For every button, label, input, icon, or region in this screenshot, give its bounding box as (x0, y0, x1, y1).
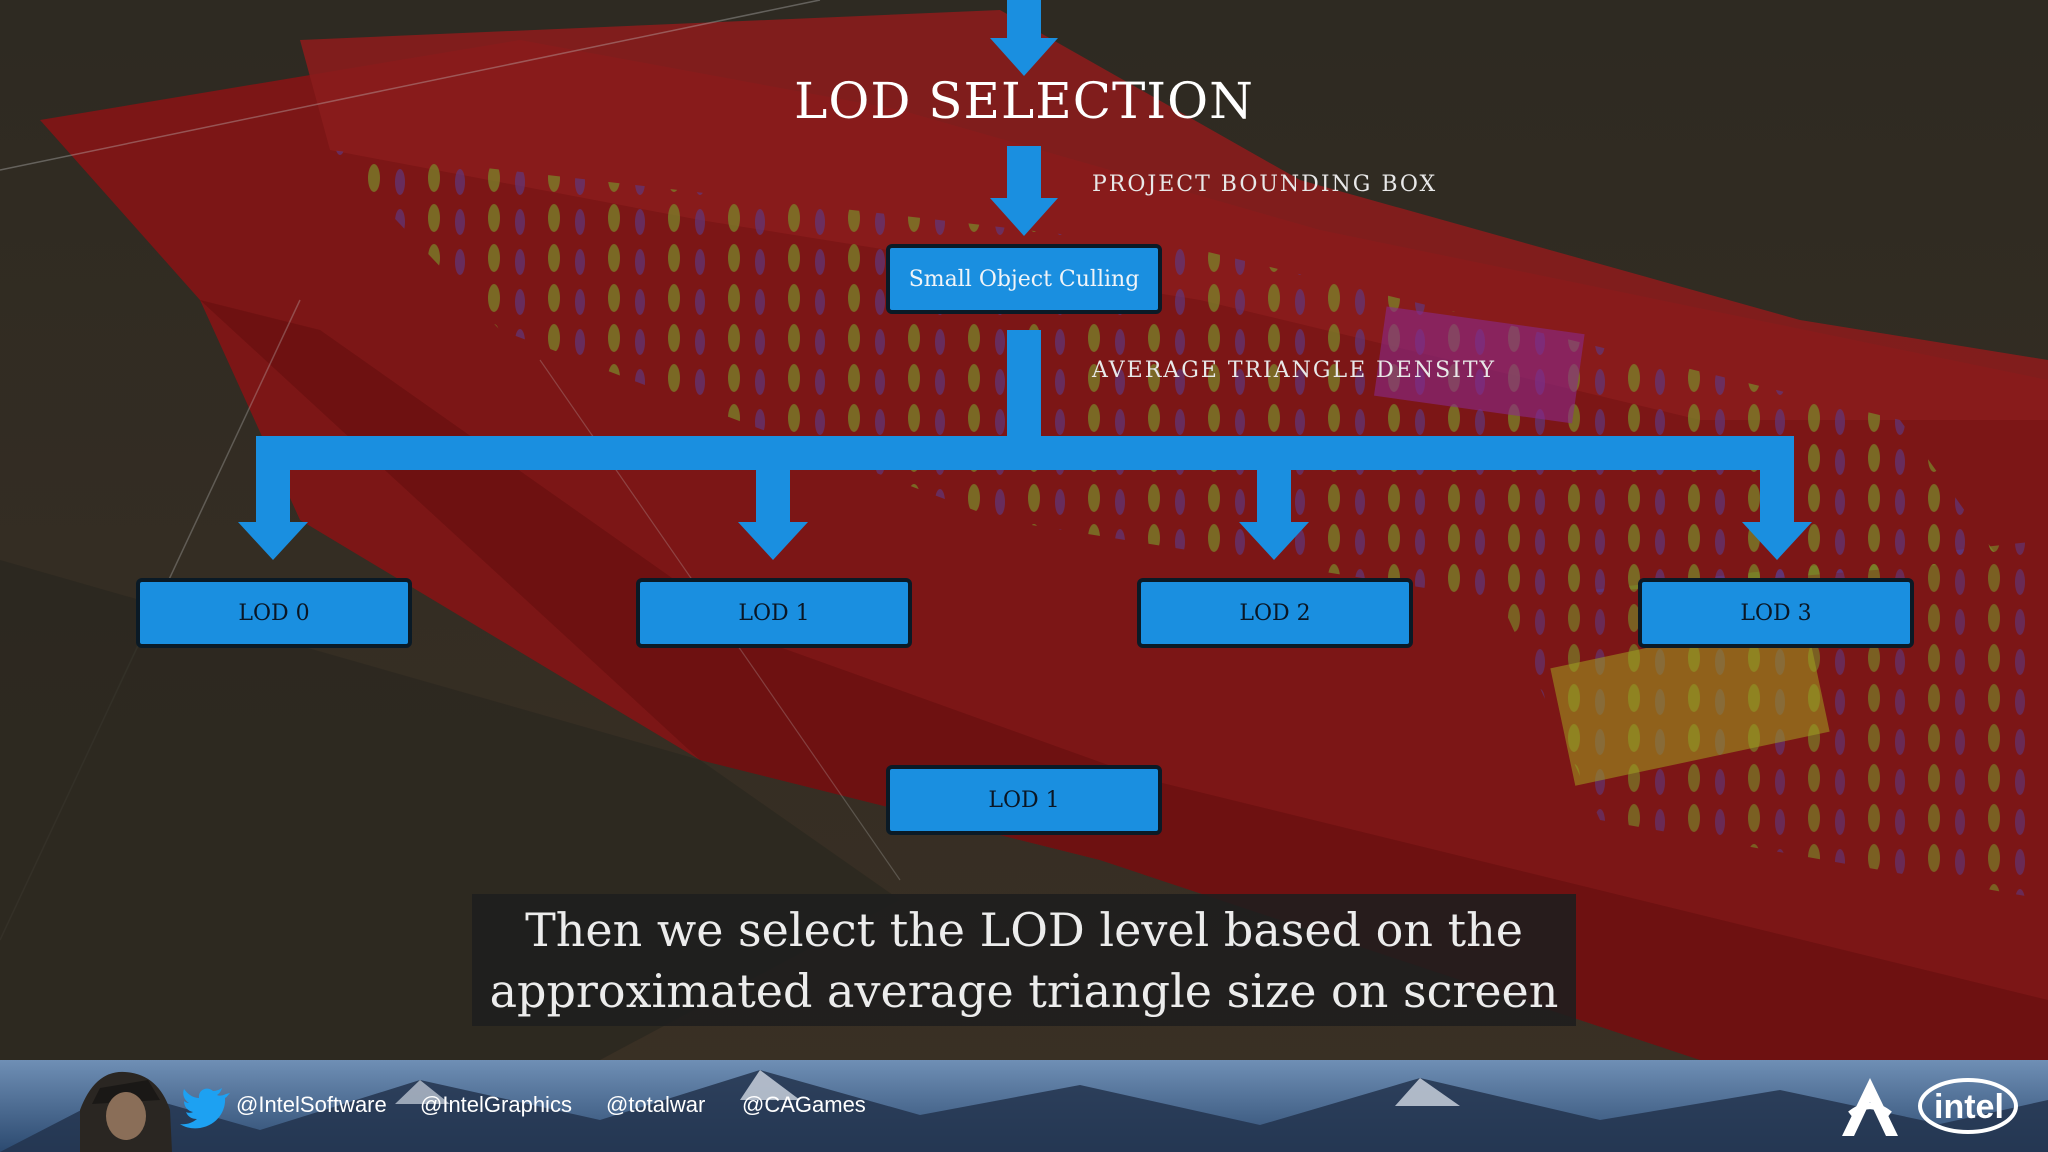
distribution-bar (256, 436, 1794, 470)
caption-line-2: approximated average triangle size on sc… (489, 964, 1559, 1018)
edge-label-average-triangle-density: AVERAGE TRIANGLE DENSITY (1092, 358, 1497, 383)
branch-lod2-head (1239, 522, 1309, 560)
footer-banner: intel (0, 1060, 2048, 1152)
node-lod-1: LOD 1 (636, 578, 912, 648)
svg-text:intel: intel (1934, 1088, 2004, 1126)
node-lod-0: LOD 0 (136, 578, 412, 648)
arrow-incoming-head (990, 38, 1058, 76)
branch-lod1-shaft (756, 436, 790, 526)
arrow-incoming-shaft (1007, 0, 1041, 38)
creative-assembly-logo (1842, 1078, 1898, 1136)
branch-lod2-shaft (1257, 436, 1291, 526)
branch-lod3-head (1742, 522, 1812, 560)
footer-handle-intelgraphics[interactable]: @IntelGraphics (420, 1092, 572, 1117)
branch-lod0-head (238, 522, 308, 560)
node-small-object-culling: Small Object Culling (886, 244, 1162, 314)
character-portrait (80, 1071, 172, 1152)
arrow-to-culling-shaft (1007, 146, 1041, 200)
arrow-to-culling-head (990, 198, 1058, 236)
branch-lod3-shaft (1760, 436, 1794, 526)
footer-handle-intelsoftware[interactable]: @IntelSoftware (236, 1092, 387, 1117)
node-selected-lod: LOD 1 (886, 765, 1162, 835)
node-lod-2: LOD 2 (1137, 578, 1413, 648)
diagram-title: LOD SELECTION (794, 72, 1254, 130)
footer-handle-totalwar[interactable]: @totalwar (606, 1092, 706, 1117)
edge-label-project-bounding-box: PROJECT BOUNDING BOX (1092, 172, 1438, 197)
intel-logo: intel (1918, 1078, 2018, 1134)
branch-lod0-shaft (256, 436, 290, 526)
node-lod-3: LOD 3 (1638, 578, 1914, 648)
branch-lod1-head (738, 522, 808, 560)
caption-line-1: Then we select the LOD level based on th… (525, 903, 1523, 957)
twitter-bird-icon (180, 1088, 230, 1129)
footer-handle-cagames[interactable]: @CAGames (742, 1092, 866, 1117)
subtitle-caption: Then we select the LOD level based on th… (472, 894, 1576, 1026)
